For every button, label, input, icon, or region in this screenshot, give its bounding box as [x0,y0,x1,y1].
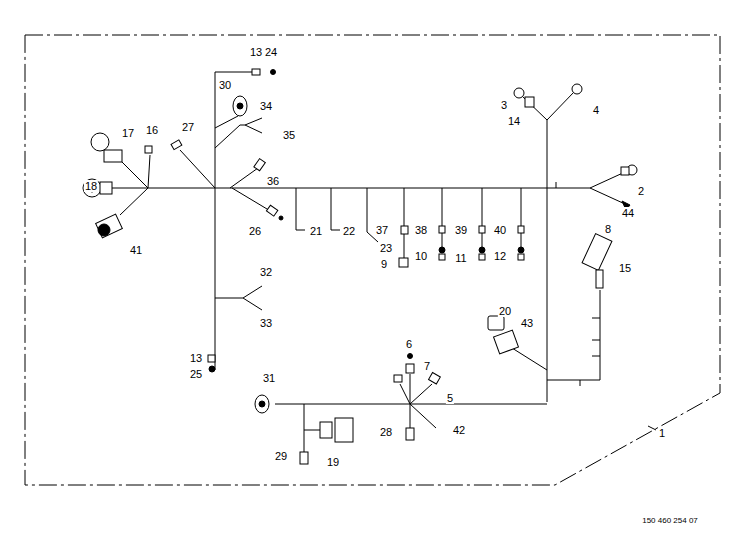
callout-number: 6 [405,338,413,350]
callout-number: 25 [189,368,203,380]
callout-number: 9 [380,258,388,270]
callout-number: 5 [446,392,454,404]
callout-number: 24 [264,46,278,58]
callout-number: 27 [181,121,195,133]
callout-number: 16 [145,124,159,136]
callout-number: 13 [249,46,263,58]
callout-number: 39 [454,224,468,236]
callout-number: 11 [454,252,467,264]
callout-number: 26 [248,225,262,237]
callout-number: 34 [259,100,273,112]
callout-number: 21 [309,225,323,237]
callout-number: 43 [520,317,534,329]
callout-number: 33 [259,317,273,329]
callout-number: 15 [618,262,632,274]
boundary-line [25,35,720,485]
callout-number: 3 [500,99,508,111]
callout-number: 18 [84,180,98,192]
callout-number: 23 [379,242,393,254]
callout-number: 40 [493,224,507,236]
callout-number: 22 [342,225,356,237]
callout-number: 32 [259,266,273,278]
callout-number: 10 [414,250,428,262]
callout-number: 1 [658,427,666,439]
callout-number: 30 [218,79,232,91]
callout-number: 2 [637,185,645,197]
callout-number: 38 [414,224,428,236]
drawing-number: 150 460 254 07 [641,516,699,525]
callout-number: 42 [452,424,466,436]
callout-number: 29 [274,450,288,462]
callout-number: 13 [189,352,203,364]
callout-number: 35 [282,129,296,141]
callout-number: 28 [379,426,393,438]
callout-number: 36 [266,175,280,187]
callout-number: 44 [621,207,635,219]
wire-trunk [215,72,216,370]
callout-number: 41 [129,244,143,256]
leader-line [648,426,656,430]
callout-number: 17 [121,127,135,139]
callout-number: 37 [375,224,389,236]
callout-number: 31 [262,372,276,384]
callout-number: 14 [507,115,521,127]
callout-number: 20 [498,305,512,317]
callout-number: 12 [493,250,507,262]
callout-number: 7 [423,360,431,372]
callout-number: 8 [604,223,612,235]
callout-number: 4 [592,104,600,116]
callout-number: 19 [326,456,340,468]
